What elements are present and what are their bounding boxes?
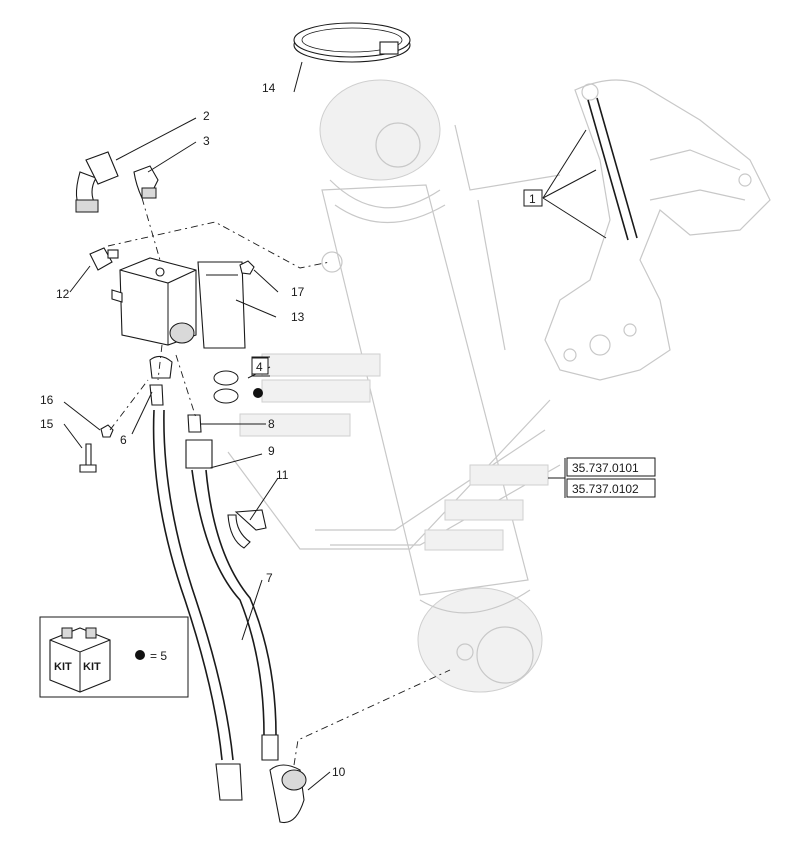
callout-16: 16 — [40, 393, 54, 407]
svg-text:4: 4 — [256, 360, 263, 374]
kit-legend-box: KIT KIT = 5 — [39, 616, 189, 698]
callout-13: 13 — [291, 310, 305, 324]
callout-17: 17 — [291, 285, 305, 299]
callout-2: 2 — [203, 109, 210, 123]
ghost-boom-assembly — [544, 79, 771, 381]
callout-6: 6 — [120, 433, 127, 447]
reference-boxes: 35.737.0101 35.737.0102 — [548, 457, 656, 498]
callout-9: 9 — [268, 444, 275, 458]
cable-tie — [227, 509, 267, 549]
kit-label-left: KIT — [54, 661, 72, 673]
kit-legend-dot — [135, 650, 145, 660]
callout-12: 12 — [56, 287, 70, 301]
valve-block — [111, 257, 246, 379]
kit-label-right: KIT — [83, 661, 101, 673]
reference-35-737-0101: 35.737.0101 — [572, 461, 639, 475]
callout-7: 7 — [266, 571, 273, 585]
callout-11: 11 — [276, 468, 289, 482]
assembly-lines — [107, 197, 451, 766]
callout-14: 14 — [262, 81, 276, 95]
o-rings — [213, 370, 239, 404]
boxed-callout-4: 4 — [251, 356, 270, 377]
hoses — [149, 384, 307, 824]
ghost-hydraulic-cylinder — [319, 79, 543, 693]
kit-marker-dot — [253, 388, 263, 398]
boxed-callout-1: 1 — [523, 189, 543, 207]
section-arrow-shapes — [227, 124, 561, 551]
bolt-and-washer — [79, 424, 114, 473]
reference-35-737-0102: 35.737.0102 — [572, 482, 639, 496]
kit-legend-text: = 5 — [150, 649, 167, 663]
callout-15: 15 — [40, 417, 54, 431]
fittings-group — [75, 151, 255, 275]
callout-10: 10 — [332, 765, 346, 779]
svg-text:1: 1 — [529, 192, 536, 206]
hose-clamp — [293, 22, 411, 63]
callout-3: 3 — [203, 134, 210, 148]
callout-8: 8 — [268, 417, 275, 431]
callout-labels: 2 3 12 14 17 13 8 9 11 7 6 16 15 10 — [40, 81, 346, 779]
kit-box-icon: KIT KIT — [49, 627, 111, 693]
